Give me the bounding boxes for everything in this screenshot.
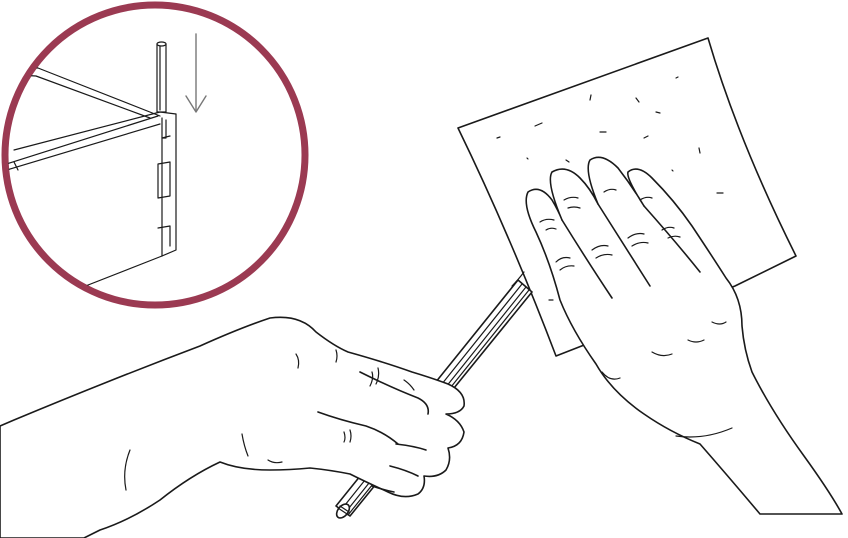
detail-callout bbox=[0, 5, 305, 305]
detail-ring bbox=[5, 5, 305, 305]
left-hand bbox=[0, 317, 464, 538]
